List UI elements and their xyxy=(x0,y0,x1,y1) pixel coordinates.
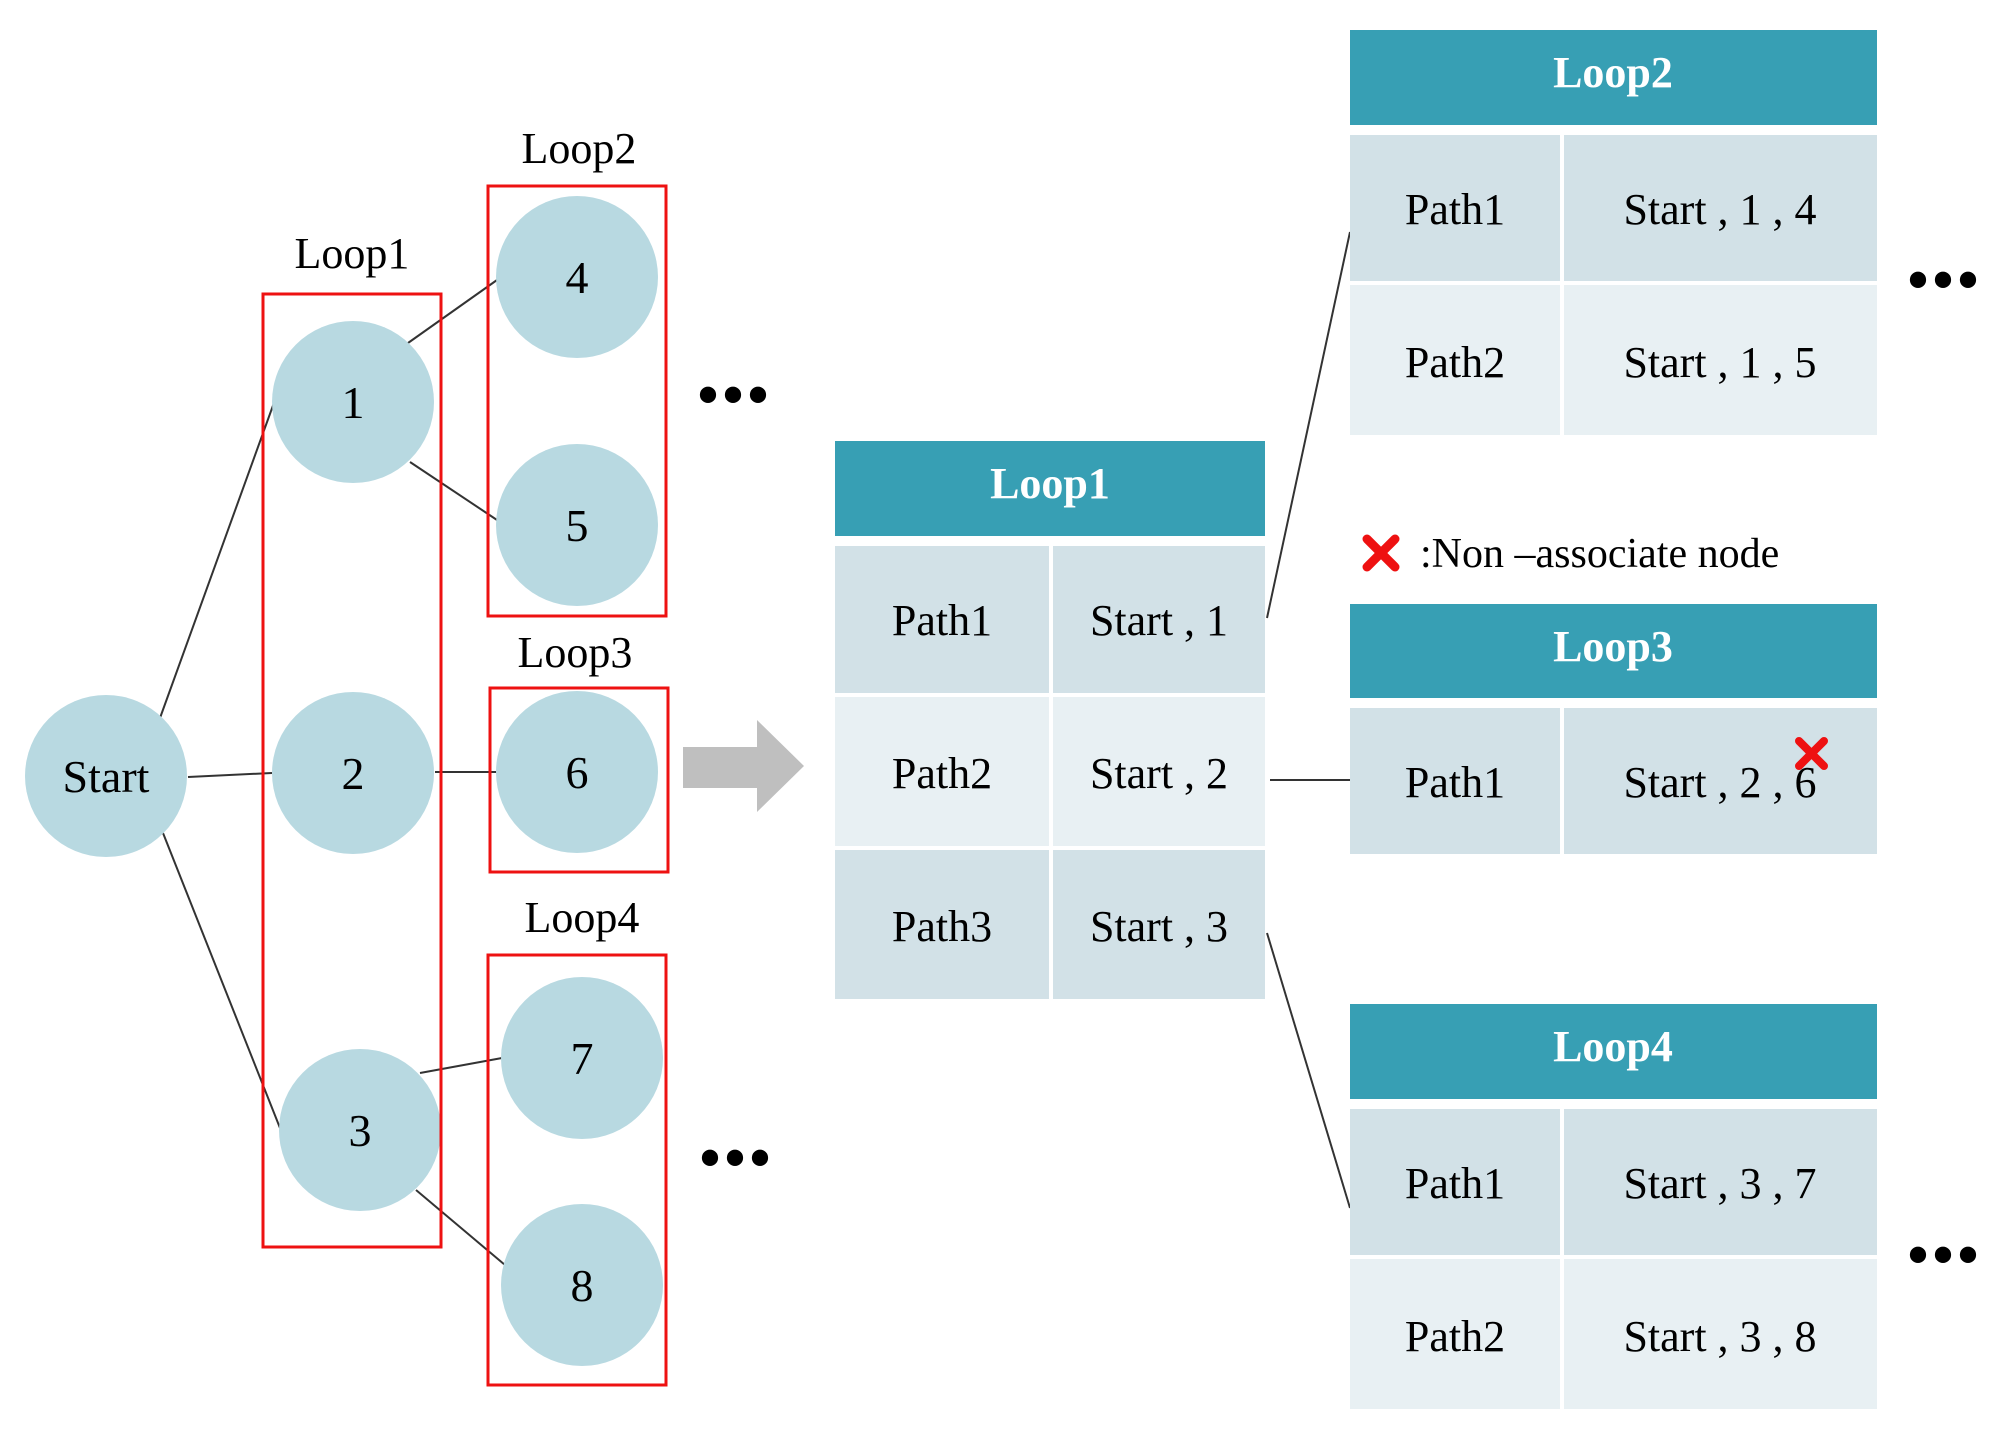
table-row: Path1 Start , 1 , 4 xyxy=(1350,135,1877,281)
loop1-row2-value: Start , 2 xyxy=(1090,749,1228,798)
loop4-table-title: Loop4 xyxy=(1553,1022,1673,1071)
loop1-row1-value: Start , 1 xyxy=(1090,596,1228,645)
table-row: Path2 Start , 3 , 8 xyxy=(1350,1259,1877,1409)
edge-1-4 xyxy=(407,279,498,344)
loop2-row2-path: Path2 xyxy=(1405,338,1505,387)
edge-start-2 xyxy=(187,772,273,778)
node-3: 3 xyxy=(279,1049,441,1211)
loop1-group-box xyxy=(261,292,443,1249)
loop2-ellipsis: ••• xyxy=(1907,247,1982,313)
table-row: Path1 Start , 2 , 6 xyxy=(1350,708,1877,854)
node-2: 2 xyxy=(272,692,434,854)
loop3-row1-value: Start , 2 , 6 xyxy=(1623,758,1816,807)
node-5: 5 xyxy=(496,444,658,606)
node-7: 7 xyxy=(501,977,663,1139)
loop3-table: Loop3 Path1 Start , 2 , 6 xyxy=(1350,604,1877,854)
node-4: 4 xyxy=(496,196,658,358)
loop3-group-box xyxy=(488,686,670,874)
loop2-row2-value: Start , 1 , 5 xyxy=(1623,338,1816,387)
transition-arrow xyxy=(683,720,804,812)
loop4-row1-path: Path1 xyxy=(1405,1159,1505,1208)
loop1-row3-path: Path3 xyxy=(892,902,992,951)
table-row: Path3 Start , 3 xyxy=(835,850,1265,999)
tree-edges xyxy=(159,279,506,1266)
loop2-group-label: Loop2 xyxy=(522,124,637,173)
loop1-row1-path: Path1 xyxy=(892,596,992,645)
loop4-ellipsis: ••• xyxy=(1907,1222,1982,1288)
loop3-row1-path: Path1 xyxy=(1405,758,1505,807)
loop2-row1-value: Start , 1 , 4 xyxy=(1623,185,1816,234)
node-8-label: 8 xyxy=(571,1260,594,1311)
edge-start-1 xyxy=(159,399,276,719)
loop2-table-title: Loop2 xyxy=(1553,48,1673,97)
table-connectors xyxy=(1266,231,1351,1209)
loop3-group-label: Loop3 xyxy=(518,628,633,677)
node-3-label: 3 xyxy=(349,1105,372,1156)
loop1-table-title: Loop1 xyxy=(990,459,1110,508)
loop4-group-label: Loop4 xyxy=(525,893,640,942)
tree-ellipsis-top: ••• xyxy=(697,362,772,428)
loop4-group-box xyxy=(486,953,668,1387)
loop4-row1-value: Start , 3 , 7 xyxy=(1623,1159,1816,1208)
table-row: Path1 Start , 1 xyxy=(835,546,1265,693)
node-1: 1 xyxy=(272,321,434,483)
connector-loop1-to-loop2 xyxy=(1266,231,1351,619)
table-row: Path1 Start , 3 , 7 xyxy=(1350,1109,1877,1255)
node-5-label: 5 xyxy=(566,500,589,551)
loop1-table-header xyxy=(835,441,1265,536)
node-6-label: 6 xyxy=(566,747,589,798)
table-row: Path2 Start , 2 xyxy=(835,697,1265,846)
loop1-group-label: Loop1 xyxy=(295,229,410,278)
edge-3-7 xyxy=(419,1057,503,1074)
loop2-table-header xyxy=(1350,30,1877,125)
loop2-table: Loop2 Path1 Start , 1 , 4 Path2 Start , … xyxy=(1350,30,1877,435)
node-8: 8 xyxy=(501,1204,663,1366)
cross-icon xyxy=(1362,534,1400,572)
node-6: 6 xyxy=(496,691,658,853)
node-4-label: 4 xyxy=(566,252,589,303)
start-node: Start xyxy=(25,695,187,857)
loop1-row2-path: Path2 xyxy=(892,749,992,798)
edge-start-3 xyxy=(162,832,281,1129)
edge-1-5 xyxy=(409,461,498,521)
loop2-row1-path: Path1 xyxy=(1405,185,1505,234)
connector-loop1-to-loop4 xyxy=(1266,932,1351,1209)
loop1-row3-value: Start , 3 xyxy=(1090,902,1228,951)
loop3-table-header xyxy=(1350,604,1877,698)
loop4-table-header xyxy=(1350,1004,1877,1099)
legend-text: :Non –associate node xyxy=(1420,531,1779,577)
loop4-row2-value: Start , 3 , 8 xyxy=(1623,1312,1816,1361)
loop1-table: Loop1 Path1 Start , 1 Path2 Start , 2 Pa… xyxy=(835,441,1265,999)
loop2-group-box xyxy=(486,184,668,618)
tree-ellipsis-bottom: ••• xyxy=(699,1125,774,1191)
start-node-label: Start xyxy=(63,751,150,802)
legend: :Non –associate node xyxy=(1362,531,1779,577)
node-7-label: 7 xyxy=(571,1033,594,1084)
cross-icon xyxy=(1795,737,1828,770)
table-row: Path2 Start , 1 , 5 xyxy=(1350,285,1877,435)
edge-3-8 xyxy=(415,1189,506,1266)
loop4-row2-path: Path2 xyxy=(1405,1312,1505,1361)
loop4-table: Loop4 Path1 Start , 3 , 7 Path2 Start , … xyxy=(1350,1004,1877,1409)
loop3-table-title: Loop3 xyxy=(1553,622,1673,671)
node-2-label: 2 xyxy=(342,748,365,799)
node-1-label: 1 xyxy=(342,377,365,428)
